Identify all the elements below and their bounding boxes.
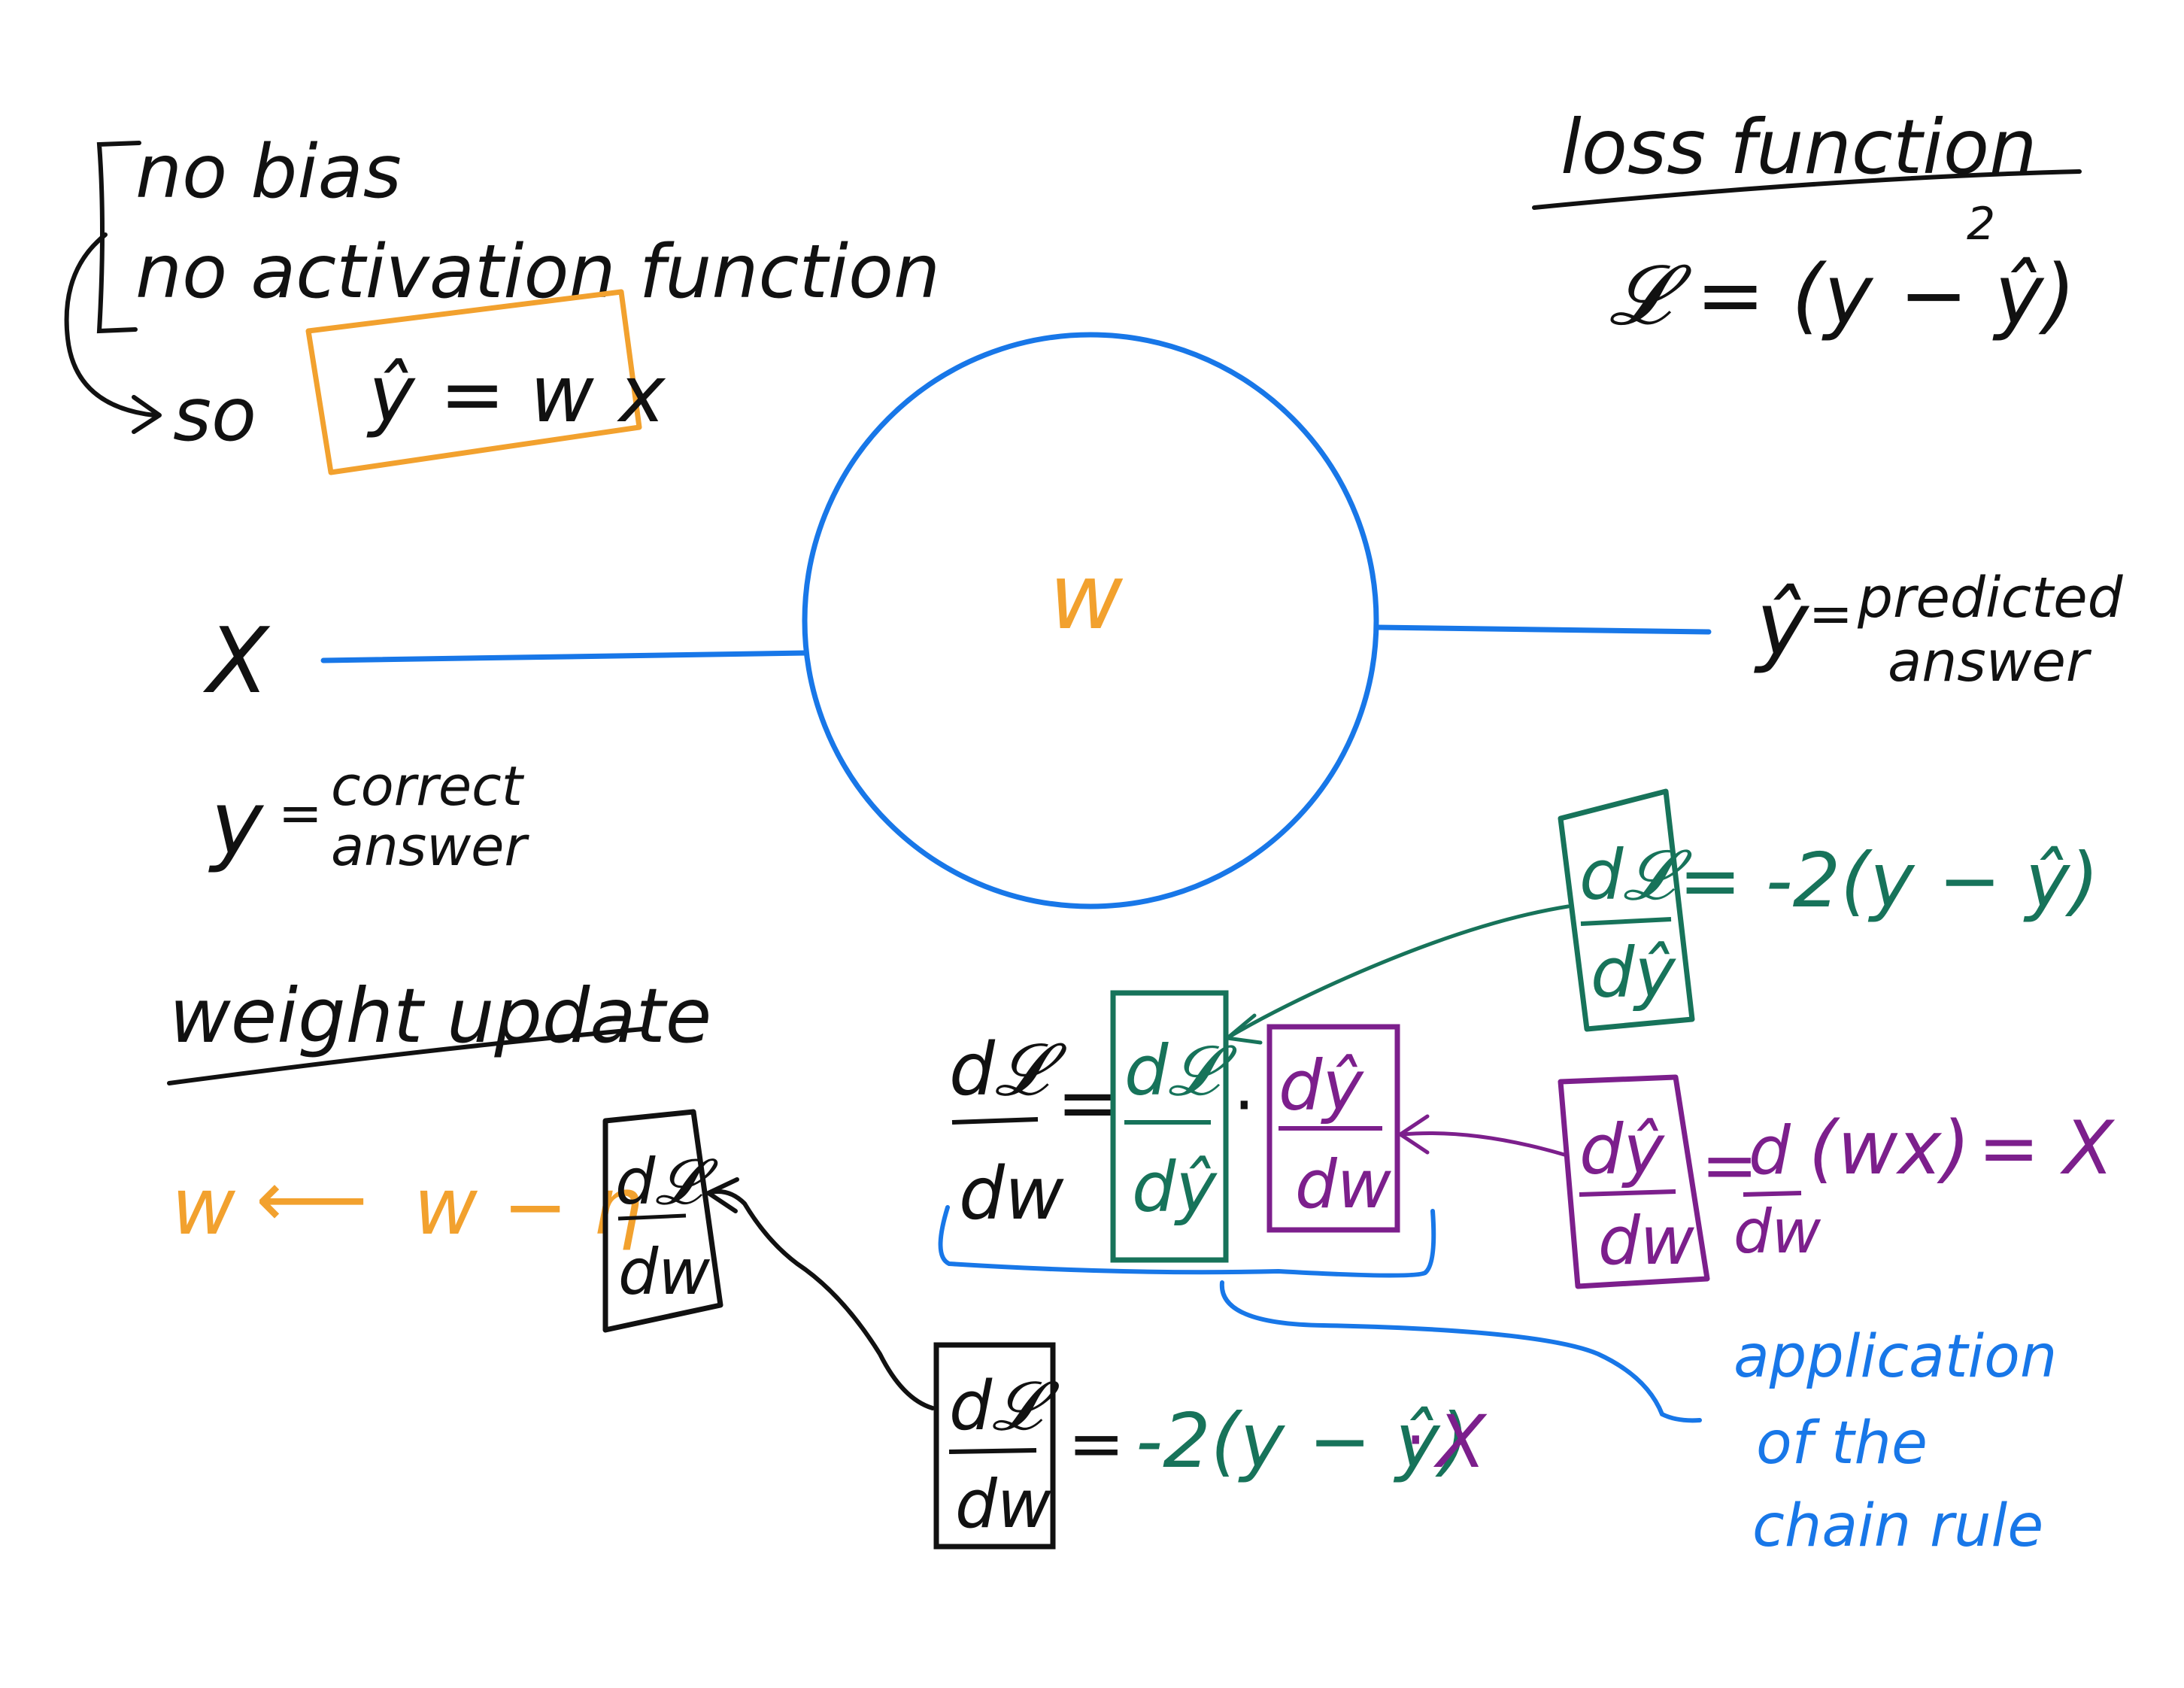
chain-rule-block: d𝓛 dw = d𝓛 dŷ · dŷ dw application of the… xyxy=(938,990,2057,1560)
loss-derivative-block: d𝓛 dŷ = -2(y − ŷ) xyxy=(1225,788,2099,1045)
correct-equals: = xyxy=(278,782,323,844)
loss-formula: 𝓛 = (y − ŷ) xyxy=(1609,247,2076,343)
chain-factor2-box xyxy=(1266,1024,1400,1233)
gradient-result-bar xyxy=(948,1448,1037,1454)
loss-derivative-box xyxy=(1558,788,1695,1032)
prediction-formula-box xyxy=(305,289,642,475)
gradient-result-num: d𝓛 xyxy=(949,1367,1060,1446)
pred-derivative-arrow xyxy=(1400,1131,1567,1157)
update-gradient-box xyxy=(602,1109,723,1333)
update-rhs: w − η xyxy=(414,1161,642,1252)
weight-update-title: weight update xyxy=(169,972,711,1060)
loss-derivative-arrow xyxy=(1227,904,1570,1039)
chain-rule-label-2: of the xyxy=(1756,1410,1928,1477)
correct-desc-2: answer xyxy=(331,815,529,878)
output-equals: = xyxy=(1809,583,1853,645)
chain-factor2-den: dw xyxy=(1295,1146,1392,1223)
gradient-result-eq: = xyxy=(1068,1404,1124,1483)
loss-title-underline xyxy=(1532,169,2082,210)
loss-derivative-rhs: = -2(y − ŷ) xyxy=(1679,836,2099,924)
input-connection xyxy=(320,650,809,663)
weight-update-block: weight update w ⟵ w − η d𝓛 dw xyxy=(167,972,723,1333)
loss-function-block: loss function 𝓛 = (y − ŷ) 2 xyxy=(1532,103,2082,343)
update-arrow: ⟵ xyxy=(256,1153,368,1245)
correct-y: y xyxy=(208,771,265,875)
pred-derivative-rhs: = X xyxy=(1978,1106,2115,1192)
pred-derivative-num: dŷ xyxy=(1579,1110,1665,1190)
loss-derivative-den: dŷ xyxy=(1591,933,1676,1013)
output-y-hat: ŷ xyxy=(1754,572,1810,676)
pred-derivative-arrowhead xyxy=(1398,1114,1430,1155)
gradient-result-den: dw xyxy=(955,1465,1052,1543)
assumption-notes: no bias no activation function so ŷ = w … xyxy=(64,129,940,475)
pred-derivative-den: dw xyxy=(1598,1202,1695,1280)
so-arrowhead xyxy=(132,395,162,434)
chain-rule-label-3: chain rule xyxy=(1752,1492,2043,1560)
pred-derivative-op-den: dw xyxy=(1734,1197,1822,1267)
update-gradient-den: dw xyxy=(618,1235,710,1309)
loss-formula-exponent: 2 xyxy=(1967,198,1995,250)
so-arrow xyxy=(64,232,156,417)
pred-derivative-eq: = xyxy=(1701,1126,1758,1205)
chain-factor2-num: dŷ xyxy=(1279,1046,1364,1126)
loss-derivative-arrowhead xyxy=(1225,1013,1263,1045)
chain-factor1-den: dŷ xyxy=(1132,1147,1218,1228)
weight-update-underline xyxy=(167,1027,645,1085)
neuron-circle xyxy=(802,332,1379,909)
note-so: so xyxy=(173,372,256,458)
note-no-bias: no bias xyxy=(135,129,402,215)
correct-desc-1: correct xyxy=(331,754,525,818)
gradient-result-arrowhead xyxy=(706,1177,739,1213)
chain-lhs-bar xyxy=(951,1117,1039,1125)
gradient-result-arrow xyxy=(708,1189,935,1410)
pred-derivative-op-bar xyxy=(1743,1191,1802,1197)
chain-dot: · xyxy=(1233,1066,1255,1145)
prediction-formula: ŷ = w x xyxy=(366,348,666,440)
gradient-result-dot: · xyxy=(1405,1401,1427,1480)
update-lhs-w: w xyxy=(171,1161,236,1252)
chain-equals: = xyxy=(1057,1058,1120,1146)
gradient-result-purple: X xyxy=(1433,1400,1488,1484)
gradient-result-box xyxy=(933,1342,1056,1550)
pred-derivative-op-num: d xyxy=(1749,1112,1791,1189)
pred-derivative-box xyxy=(1558,1074,1710,1289)
pred-derivative-bar xyxy=(1579,1189,1676,1197)
chain-lhs-den: dw xyxy=(959,1152,1064,1236)
gradient-result-block: d𝓛 dw = -2(y − ŷ) · X xyxy=(706,1177,1488,1550)
update-gradient-bar xyxy=(617,1213,687,1221)
chain-factor1-num: d𝓛 xyxy=(1124,1031,1237,1111)
chain-factor1-box xyxy=(1110,990,1229,1263)
output-connection xyxy=(1375,624,1712,635)
output-desc-2: answer xyxy=(1888,630,2092,694)
pred-derivative-block: dŷ dw = d dw (wx) = X xyxy=(1398,1074,2115,1289)
chain-rule-brace xyxy=(938,1205,1436,1278)
chain-rule-pointer xyxy=(1219,1280,1702,1423)
output-desc-1: predicted xyxy=(1857,566,2124,630)
chain-lhs-num: d𝓛 xyxy=(949,1028,1067,1112)
loss-derivative-bar xyxy=(1580,917,1672,926)
input-x: X xyxy=(202,609,271,714)
gradient-result-green: -2(y − ŷ) xyxy=(1136,1397,1469,1485)
neuron-weight: w xyxy=(1049,545,1124,650)
pred-derivative-arg: (wx) xyxy=(1809,1106,1970,1192)
neuron: w X ŷ = predicted answer y = correct ans… xyxy=(202,332,2124,909)
notes-bracket xyxy=(96,141,141,334)
chain-rule-label-1: application xyxy=(1734,1323,2057,1391)
